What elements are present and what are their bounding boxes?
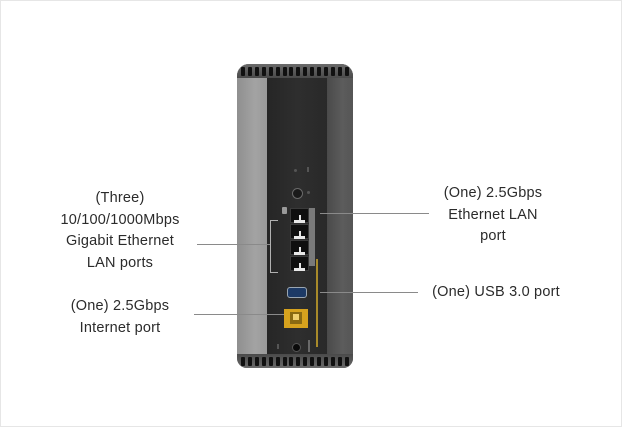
power-led-icon bbox=[307, 191, 310, 194]
leader-line-usb bbox=[320, 292, 418, 293]
power-button-icon bbox=[292, 188, 303, 199]
callout-line: (One) 2.5Gbps bbox=[70, 298, 170, 314]
bracket-lan-gigabit bbox=[270, 220, 278, 273]
dc-label-mark bbox=[308, 340, 310, 352]
callout-line: Internet port bbox=[79, 319, 161, 336]
ethernet-lan-2-5g-port-icon bbox=[290, 208, 309, 223]
callout-internet-port: (One) 2.5Gbps Internet port bbox=[40, 296, 200, 339]
callout-line: LAN ports bbox=[86, 254, 154, 271]
ethernet-lan-port-3-icon bbox=[290, 256, 309, 271]
router-left-side bbox=[237, 64, 267, 368]
callout-line: Ethernet LAN bbox=[448, 206, 538, 223]
callout-line: port bbox=[480, 228, 506, 244]
top-vents bbox=[237, 64, 353, 78]
leader-line-lan-gigabit bbox=[197, 244, 270, 245]
callout-lan-2-5g: (One) 2.5Gbps Ethernet LAN port bbox=[418, 183, 568, 248]
callout-line: (Three) bbox=[95, 190, 145, 206]
port-label-mark bbox=[282, 207, 287, 214]
usb-port-icon bbox=[287, 287, 307, 298]
dc-power-jack-icon bbox=[292, 343, 301, 352]
led-label-mark bbox=[307, 167, 309, 172]
ethernet-lan-port-1-icon bbox=[290, 224, 309, 239]
internet-label-strip bbox=[316, 259, 318, 347]
callout-line: 10/100/1000Mbps bbox=[60, 211, 180, 228]
bottom-vents bbox=[237, 354, 353, 368]
router-right-side bbox=[327, 64, 353, 368]
status-led-icon bbox=[294, 169, 297, 172]
callout-line: (One) 2.5Gbps bbox=[443, 185, 543, 201]
port-label-strip bbox=[309, 208, 315, 266]
internet-port-icon bbox=[284, 309, 308, 328]
leader-line-internet-port bbox=[194, 314, 284, 315]
router-device bbox=[237, 64, 353, 368]
ethernet-lan-port-2-icon bbox=[290, 240, 309, 255]
leader-line-lan-2-5g bbox=[320, 213, 429, 214]
callout-lan-gigabit: (Three) 10/100/1000Mbps Gigabit Ethernet… bbox=[40, 188, 200, 274]
callout-usb: (One) USB 3.0 port bbox=[420, 282, 572, 304]
callout-line: (One) USB 3.0 port bbox=[432, 284, 560, 300]
power-symbol-mark bbox=[277, 344, 279, 349]
callout-line: Gigabit Ethernet bbox=[66, 233, 174, 249]
